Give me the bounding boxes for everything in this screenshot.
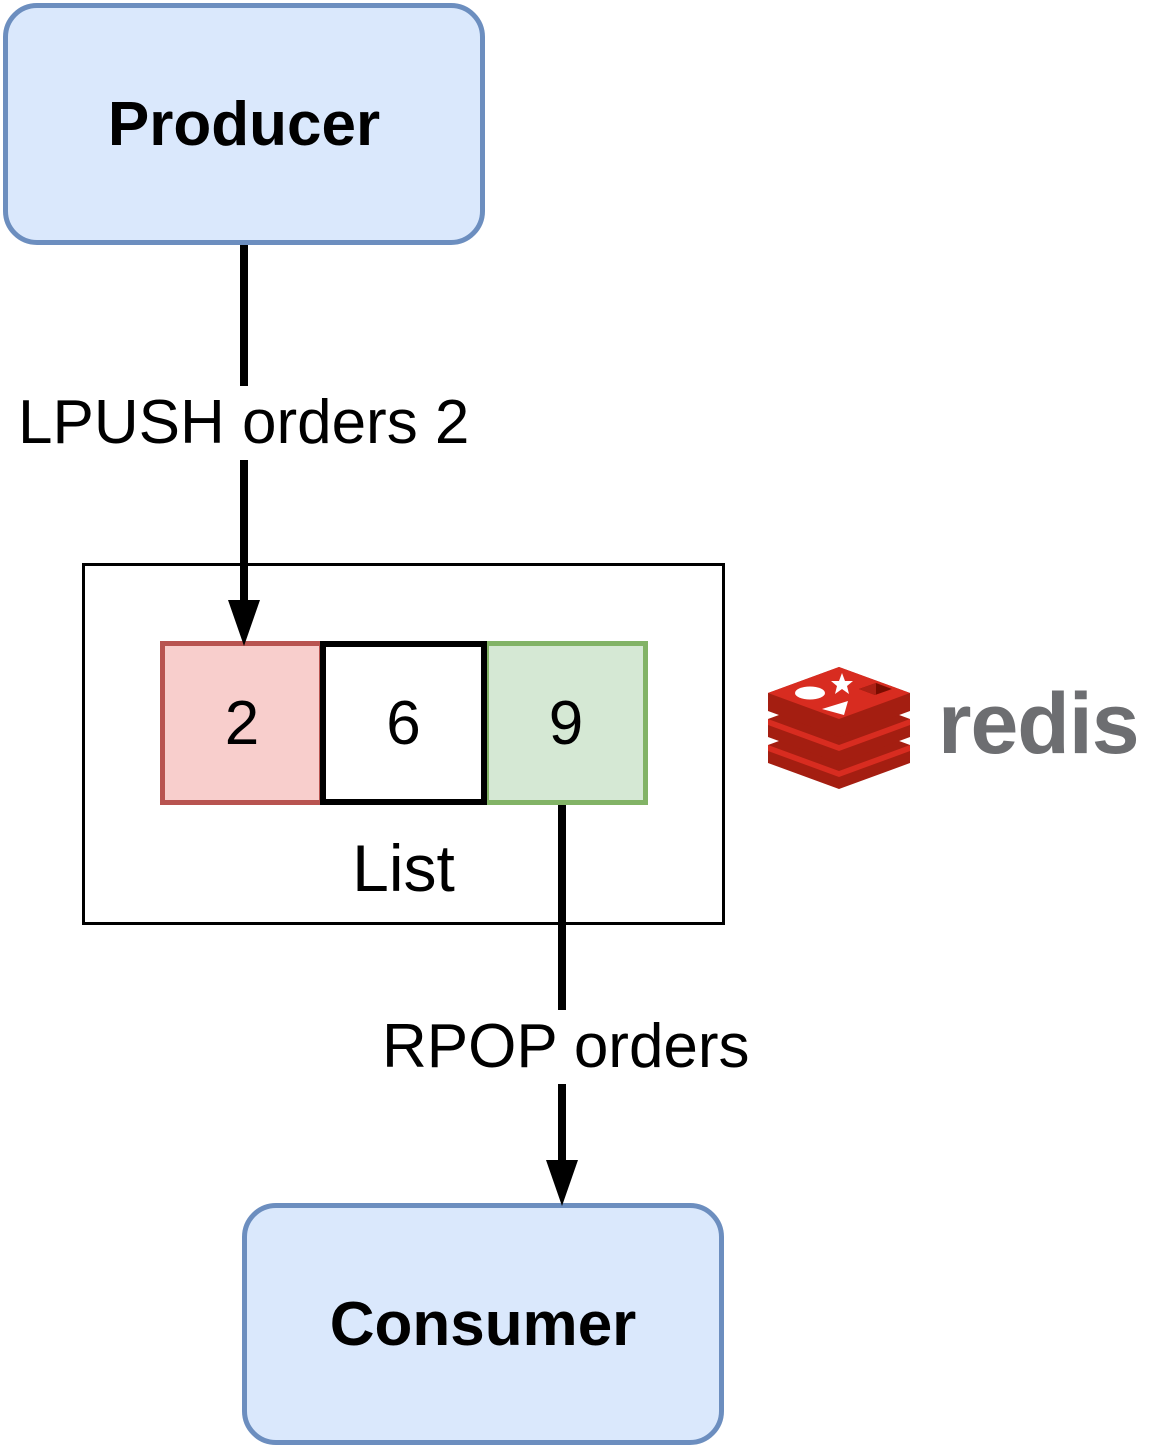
consumer-node[interactable]: Consumer bbox=[242, 1203, 724, 1445]
list-item-head[interactable]: 2 bbox=[160, 641, 324, 805]
redis-logo: redis bbox=[764, 658, 1164, 790]
list-item-value: 9 bbox=[548, 688, 584, 758]
pop-edge-label: RPOP orders bbox=[380, 1010, 752, 1084]
pop-arrowhead-icon bbox=[546, 1160, 578, 1206]
list-item-value: 6 bbox=[386, 688, 421, 758]
list-item-middle[interactable]: 6 bbox=[320, 641, 487, 805]
redis-wordmark: redis bbox=[938, 675, 1140, 772]
push-edge-label: LPUSH orders 2 bbox=[16, 386, 472, 460]
redis-stack-icon bbox=[768, 667, 910, 789]
list-item-value: 2 bbox=[224, 688, 260, 758]
producer-label: Producer bbox=[107, 89, 381, 159]
consumer-label: Consumer bbox=[329, 1289, 637, 1359]
producer-node[interactable]: Producer bbox=[3, 3, 485, 245]
list-label: List bbox=[352, 831, 455, 905]
list-item-tail[interactable]: 9 bbox=[484, 641, 648, 805]
